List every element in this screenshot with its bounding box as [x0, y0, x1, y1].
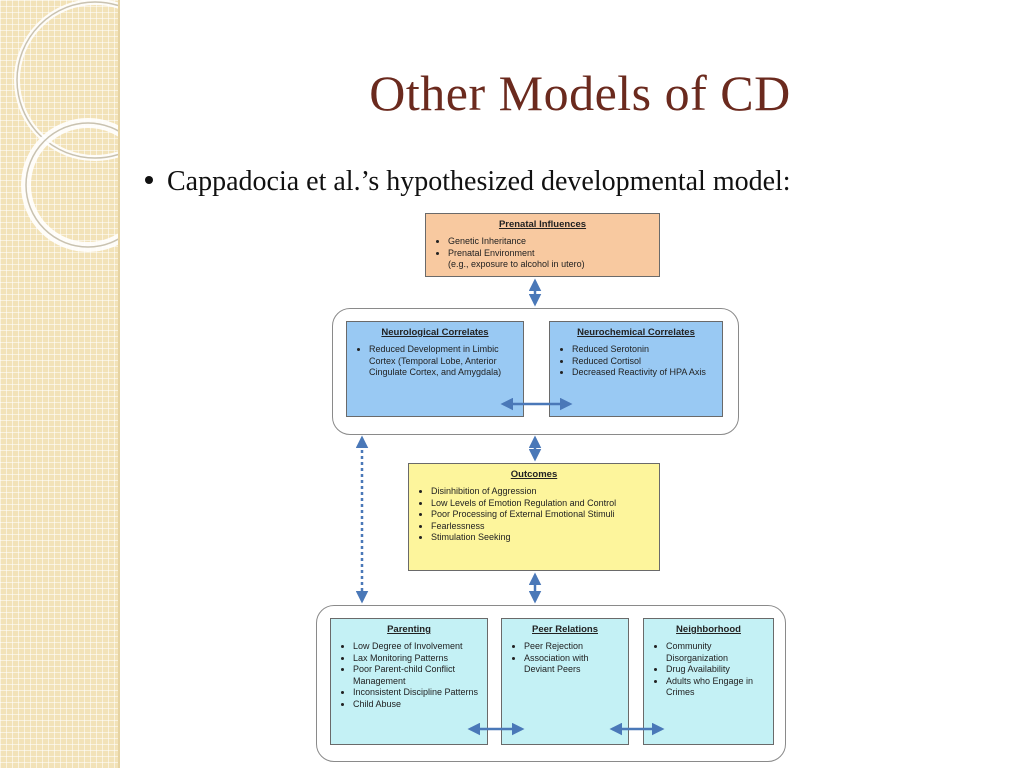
prenatal-title: Prenatal Influences — [498, 219, 587, 230]
slide-title: Other Models of CD — [369, 65, 791, 121]
developmental-model-diagram: Prenatal Influences Genetic Inheritance … — [300, 205, 810, 768]
parenting-title: Parenting — [387, 624, 431, 635]
peer-relations-box: Peer Relations Peer Rejection Associatio… — [501, 618, 629, 745]
bullet-item: Cappadocia et al.’s hypothesized develop… — [145, 166, 791, 198]
outcomes-item: Disinhibition of Aggression — [431, 486, 651, 498]
parenting-box: Parenting Low Degree of Involvement Lax … — [330, 618, 488, 745]
parenting-item: Inconsistent Discipline Patterns — [353, 687, 479, 699]
bullet-text: Cappadocia et al.’s hypothesized develop… — [167, 166, 791, 197]
neighborhood-item: Adults who Engage in Crimes — [666, 676, 765, 699]
neurological-correlates-box: Neurological Correlates Reduced Developm… — [346, 321, 524, 417]
neurochemical-item: Reduced Cortisol — [572, 356, 714, 368]
prenatal-item-note: (e.g., exposure to alcohol in utero) — [448, 259, 585, 269]
neurochemical-item: Reduced Serotonin — [572, 344, 714, 356]
neighborhood-box: Neighborhood Community Disorganization D… — [643, 618, 774, 745]
decorative-circles — [14, 0, 118, 252]
peer-item: Association with Deviant Peers — [524, 653, 620, 676]
parenting-item: Low Degree of Involvement — [353, 641, 479, 653]
peer-item: Peer Rejection — [524, 641, 620, 653]
prenatal-influences-box: Prenatal Influences Genetic Inheritance … — [425, 213, 660, 277]
outcomes-item: Stimulation Seeking — [431, 532, 651, 544]
neighborhood-item: Community Disorganization — [666, 641, 765, 664]
prenatal-item: Prenatal Environment — [448, 248, 651, 260]
outcomes-item: Fearlessness — [431, 521, 651, 533]
neurochemical-item: Decreased Reactivity of HPA Axis — [572, 367, 714, 379]
peer-title: Peer Relations — [532, 624, 598, 635]
neurochemical-correlates-box: Neurochemical Correlates Reduced Seroton… — [549, 321, 723, 417]
decorative-sidebar — [0, 0, 120, 768]
neurological-title: Neurological Correlates — [381, 327, 489, 338]
neighborhood-item: Drug Availability — [666, 664, 765, 676]
outcomes-item: Low Levels of Emotion Regulation and Con… — [431, 498, 651, 510]
neurochemical-title: Neurochemical Correlates — [577, 327, 695, 338]
connector-arrows — [355, 278, 665, 736]
outcomes-box: Outcomes Disinhibition of Aggression Low… — [408, 463, 660, 571]
neighborhood-title: Neighborhood — [676, 624, 741, 635]
outcomes-item: Poor Processing of External Emotional St… — [431, 509, 651, 521]
parenting-item: Poor Parent-child Conflict Management — [353, 664, 479, 687]
prenatal-item: Genetic Inheritance — [448, 236, 651, 248]
neurological-item: Reduced Development in Limbic Cortex (Te… — [369, 344, 515, 379]
parenting-item: Lax Monitoring Patterns — [353, 653, 479, 665]
parenting-item: Child Abuse — [353, 699, 479, 711]
bullet-dot — [145, 175, 153, 184]
outcomes-title: Outcomes — [510, 469, 558, 480]
